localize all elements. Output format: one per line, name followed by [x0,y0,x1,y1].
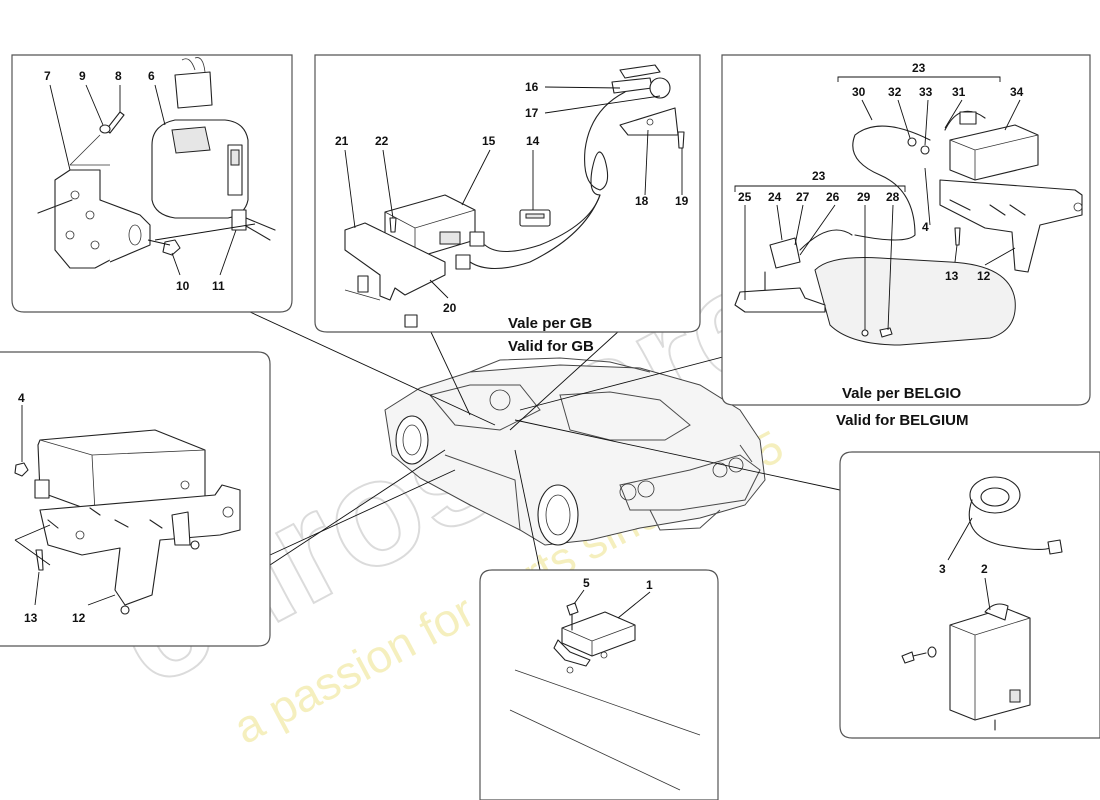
nut-10 [162,239,181,256]
callout-21: 21 [335,134,349,148]
callout-12-mid: 12 [72,611,86,625]
callout-14: 14 [526,134,540,148]
caption-gb-it: Vale per GB [508,315,592,332]
caption-belgium-it: Vale per BELGIO [842,385,962,402]
panel-top-center: 16 17 21 22 15 14 18 19 20 Vale per GB V… [314,54,701,355]
callout-4-mid: 4 [18,391,25,405]
bracket-25 [734,287,826,313]
callout-5: 5 [583,576,590,590]
screw-19 [677,131,685,149]
sensor-26 [769,237,801,269]
callout-22: 22 [375,134,389,148]
caption-belgium-en: Valid for BELGIUM [836,412,969,429]
callout-26: 26 [826,190,840,204]
bracket-12-mid [39,484,241,606]
panel-mid-left: 4 13 12 [0,351,271,647]
antenna-16 [619,64,661,79]
callout-13-right: 13 [945,269,959,283]
callout-11: 11 [212,279,225,293]
screw-22 [389,217,397,233]
callout-33: 33 [919,85,933,99]
screw-bottom-right [901,651,915,664]
callout-19: 19 [675,194,689,208]
callout-25: 25 [738,190,752,204]
callout-16: 16 [525,80,539,94]
panel-top-right: 23 30 32 33 31 34 23 25 24 27 26 29 28 4… [721,54,1091,429]
callout-15: 15 [482,134,496,148]
panel-bottom-right: 3 2 [839,451,1100,739]
callout-6: 6 [148,69,155,83]
panel-top-left: 7 9 8 6 10 11 [11,54,293,313]
screw-13-mid [35,549,44,571]
module-1 [561,611,636,657]
callout-24: 24 [768,190,782,204]
callout-4-right: 4 [922,220,929,234]
connector-lines [249,311,841,571]
bracket-21 [344,222,446,301]
caption-gb-en: Valid for GB [508,338,594,355]
callout-8: 8 [115,69,122,83]
callout-30: 30 [852,85,866,99]
callout-10: 10 [176,279,190,293]
callout-29: 29 [857,190,871,204]
callout-13-mid: 13 [24,611,38,625]
control-unit-2 [949,607,1031,721]
callout-3: 3 [939,562,946,576]
callout-23-lower: 23 [812,169,826,183]
callout-23-top: 23 [912,61,926,75]
callout-28: 28 [886,190,900,204]
control-unit-34 [949,124,1039,181]
callout-20: 20 [443,301,457,315]
callout-32: 32 [888,85,902,99]
callout-9: 9 [79,69,86,83]
callout-1: 1 [646,578,653,592]
screw-5 [566,602,579,616]
callout-2: 2 [981,562,988,576]
callout-34: 34 [1010,85,1024,99]
car-illustration [384,357,766,546]
washer-9 [99,124,111,134]
callout-17: 17 [525,106,539,120]
callout-18: 18 [635,194,649,208]
cable-30 [852,125,931,241]
callout-7: 7 [44,69,51,83]
callout-12-right: 12 [977,269,991,283]
callout-31: 31 [952,85,966,99]
panel-bottom-center: 5 1 [479,569,719,800]
bracket-12-right [939,179,1083,273]
nut-4 [14,462,29,477]
callout-27: 27 [796,190,810,204]
